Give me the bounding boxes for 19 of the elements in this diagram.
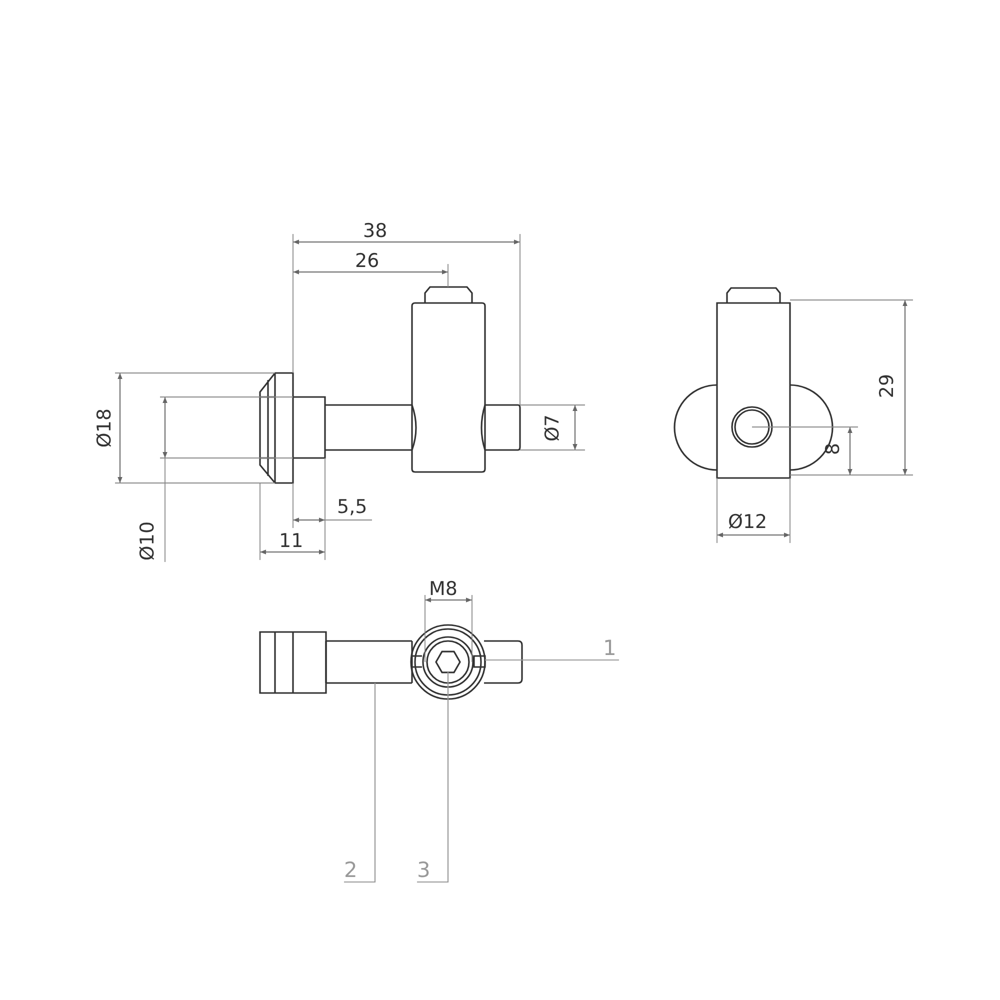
dimension-label: 11 — [279, 530, 304, 552]
leader-line — [344, 683, 376, 883]
dimension-label: 26 — [355, 250, 380, 272]
shaft-drawing — [325, 640, 413, 684]
hex-socket — [435, 650, 461, 674]
callout-number: 3 — [417, 858, 430, 882]
leader-line — [485, 659, 619, 661]
dimension-label: Ø10 — [136, 521, 159, 561]
dimension-label: Ø12 — [728, 511, 768, 533]
callout-number: 1 — [603, 636, 616, 660]
screw-slot — [473, 655, 486, 668]
dimension-label: Ø7 — [542, 414, 564, 442]
dimension-label: 38 — [363, 220, 388, 242]
dimension-label: 29 — [876, 374, 898, 398]
callout-number: 2 — [344, 858, 358, 882]
dimension-label: Ø18 — [94, 408, 116, 448]
dimension-label: M8 — [429, 578, 458, 600]
dimension-label: 5,5 — [337, 496, 368, 518]
leader-line — [417, 672, 449, 883]
